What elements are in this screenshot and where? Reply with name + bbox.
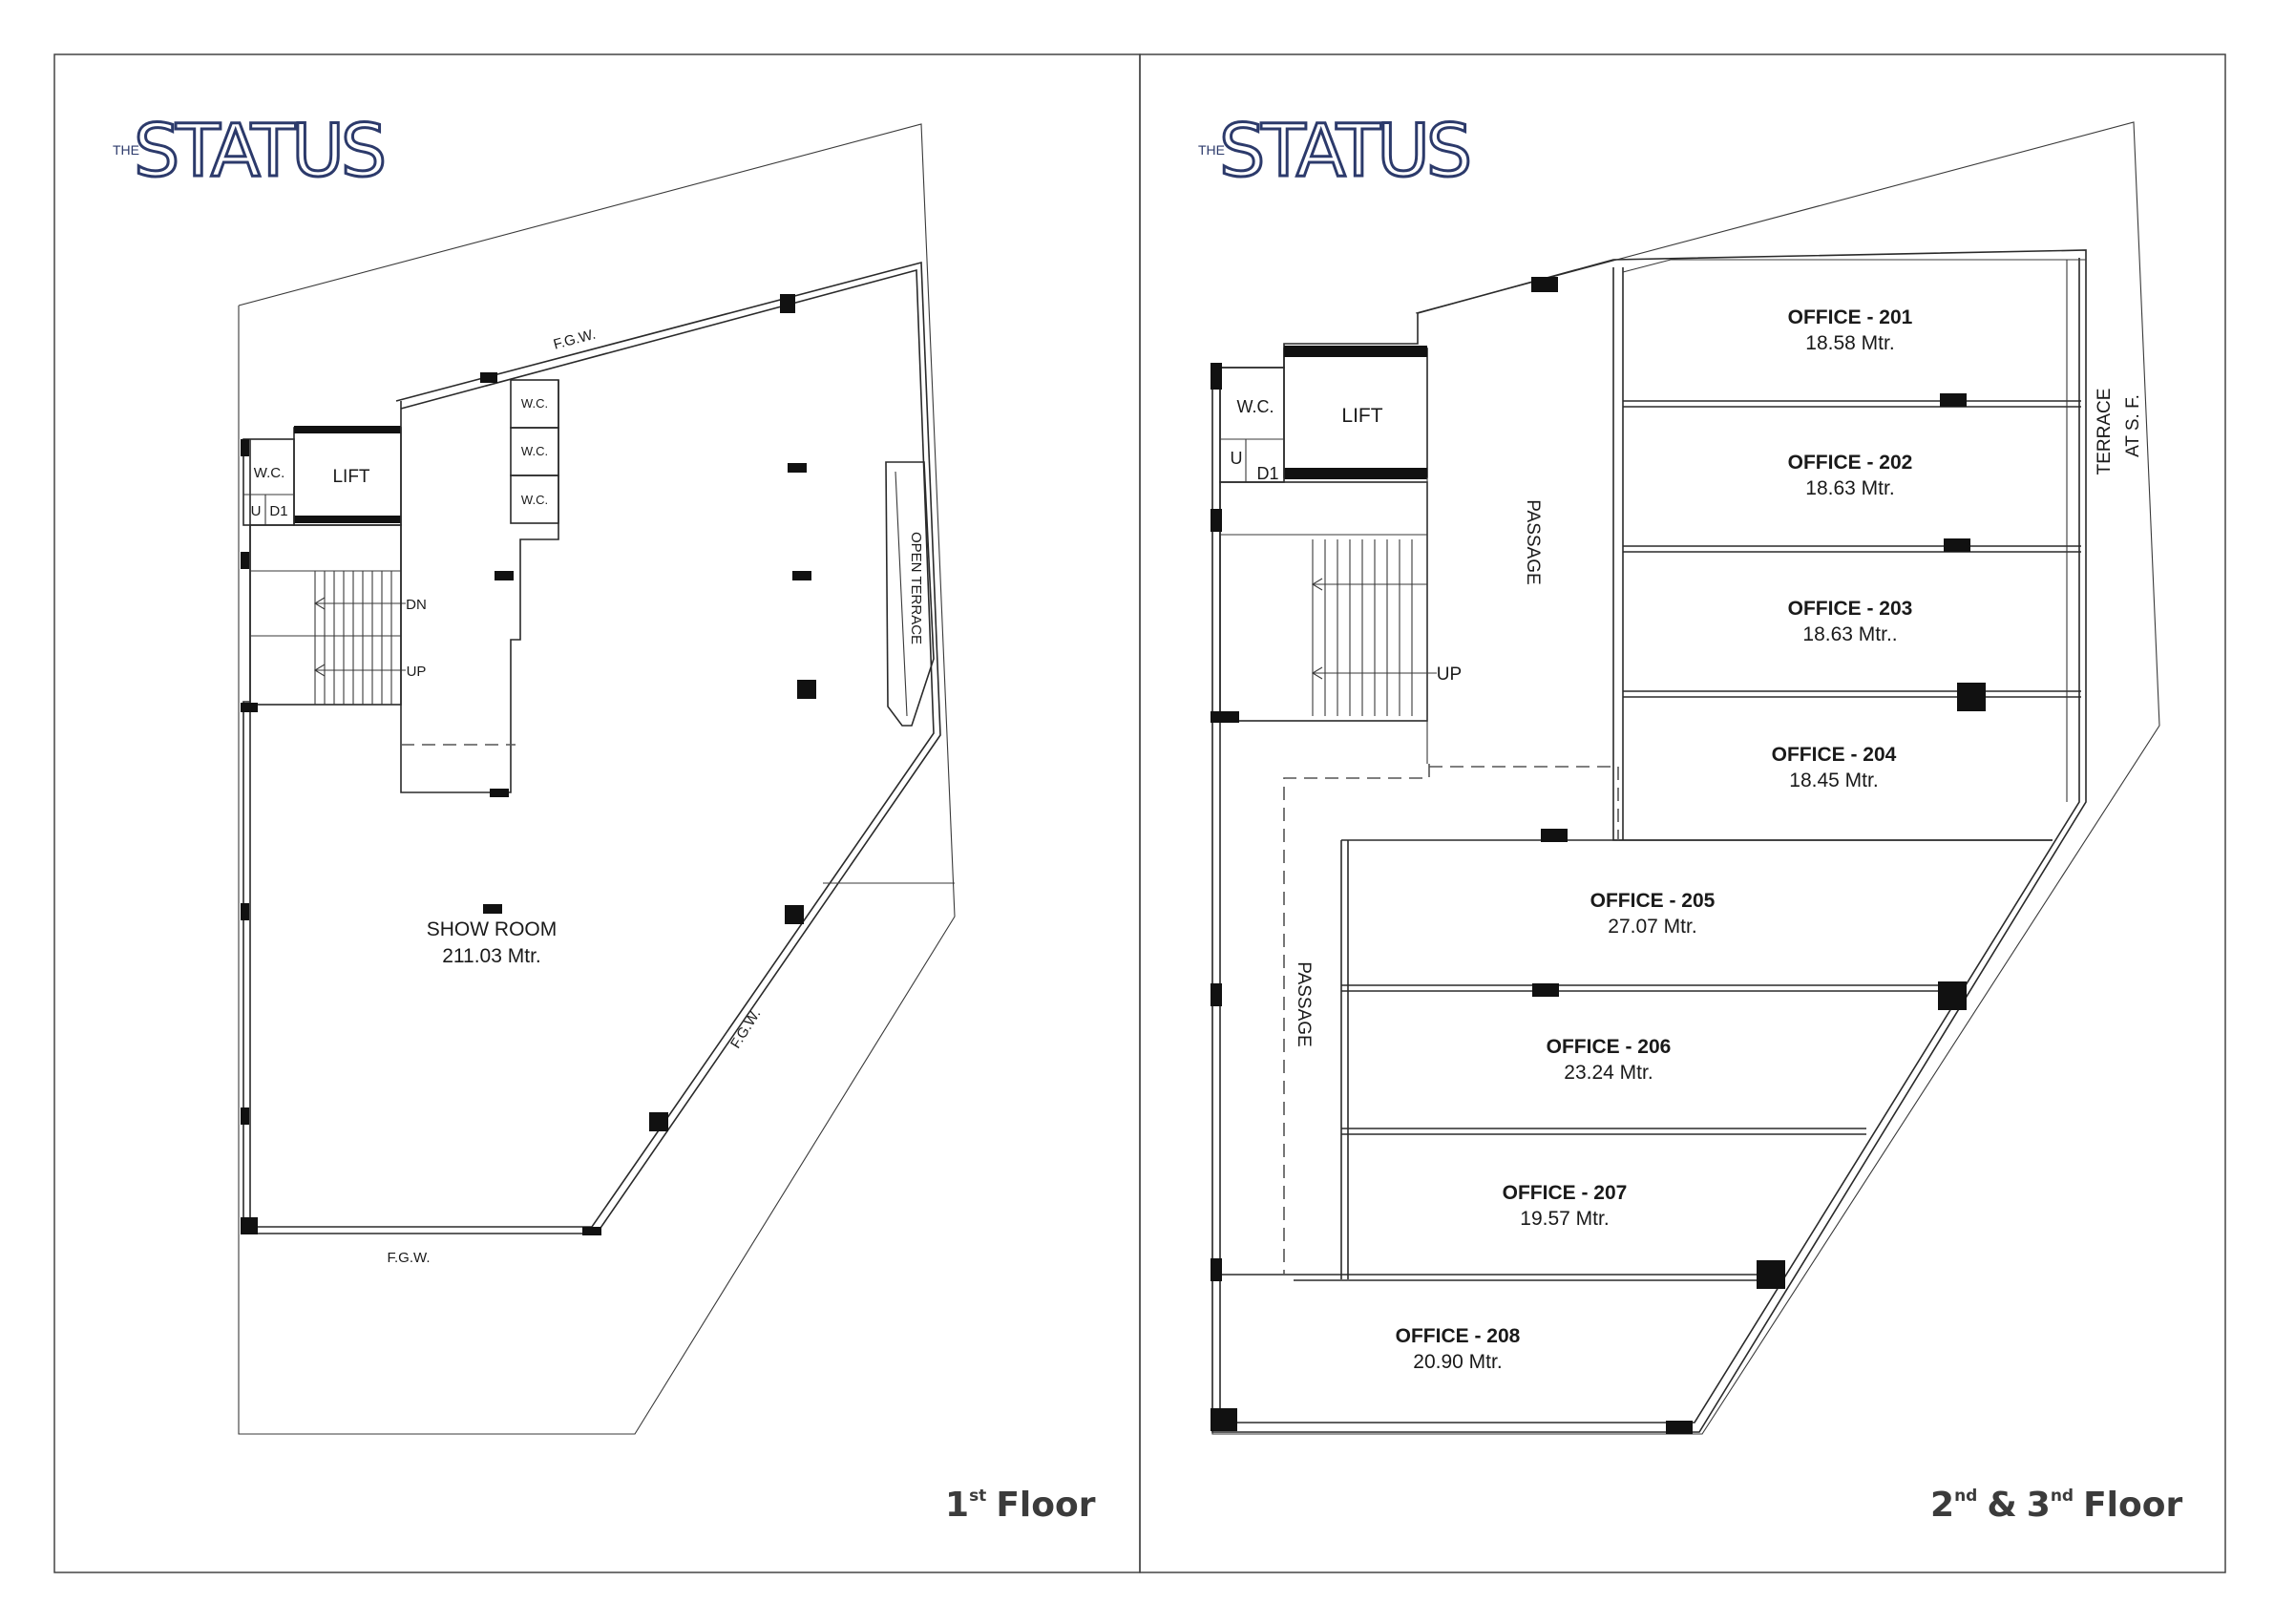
office-name: OFFICE - 206: [1547, 1036, 1672, 1058]
u-label: U: [251, 503, 262, 519]
office-area: 18.58 Mtr.: [1805, 332, 1894, 354]
logo-prefix: THE: [113, 142, 139, 158]
dn-label: DN: [406, 597, 427, 613]
structural-columns: [1211, 277, 1986, 1434]
right-panel-frame: [1139, 53, 2226, 1573]
logo-wordmark: STATUS: [134, 108, 384, 193]
building-outline: [242, 261, 941, 1234]
wc-label: W.C.: [521, 396, 548, 411]
office-area: 27.07 Mtr.: [1608, 916, 1696, 938]
fgw-label: F.G.W.: [388, 1250, 431, 1266]
d1-label: D1: [1256, 464, 1278, 483]
office-name: OFFICE - 208: [1396, 1325, 1521, 1347]
open-terrace-area: [885, 461, 935, 727]
office-name: OFFICE - 201: [1788, 306, 1913, 328]
office-name: OFFICE - 202: [1788, 452, 1913, 474]
logo-prefix: THE: [1198, 142, 1225, 158]
typical-floor-plan: OFFICE - 201 18.58 Mtr. OFFICE - 202 18.…: [1211, 121, 2182, 1525]
terrace-label: TERRACE: [2095, 389, 2115, 475]
office-area: 19.57 Mtr.: [1520, 1208, 1609, 1230]
wc-label: W.C.: [521, 493, 548, 507]
wc-label: W.C.: [1237, 397, 1274, 416]
wc-c: [510, 475, 559, 524]
site-boundary: [238, 123, 956, 1435]
brand-logo-right: THE STATUS: [1198, 107, 1474, 195]
office-name: OFFICE - 204: [1772, 744, 1897, 766]
logo-wordmark: STATUS: [1219, 108, 1469, 193]
open-terrace-label: OPEN TERRACE: [908, 532, 924, 644]
d1-label: D1: [269, 503, 287, 519]
lobby-outline: [400, 380, 559, 793]
passage-label: PASSAGE: [1294, 961, 1314, 1046]
office-name: OFFICE - 205: [1590, 890, 1716, 912]
lift-label: LIFT: [1341, 405, 1382, 427]
lift-label: LIFT: [332, 467, 369, 487]
room-name: SHOW ROOM: [427, 918, 558, 940]
office-area: 20.90 Mtr.: [1413, 1351, 1502, 1373]
stair-treads: [1312, 539, 1413, 716]
building-outline: [1211, 249, 2087, 1433]
up-label: UP: [1437, 664, 1462, 685]
passage-dashed: [1283, 764, 1430, 1275]
building-outline-inner: [1219, 258, 2080, 1424]
brand-logo-left: THE STATUS: [113, 107, 389, 195]
wc-label: W.C.: [254, 465, 285, 481]
terrace-label: AT S. F.: [2123, 394, 2143, 457]
office-name: OFFICE - 207: [1503, 1182, 1628, 1204]
office-area: 18.63 Mtr..: [1802, 623, 1897, 645]
passage-label: PASSAGE: [1523, 499, 1543, 584]
left-labels: SHOW ROOM 211.03 Mtr. F.G.W. F.G.W. F.G.…: [251, 327, 924, 1266]
office-area: 23.24 Mtr.: [1564, 1062, 1653, 1084]
office-area: 18.45 Mtr.: [1789, 770, 1878, 791]
first-floor-plan: SHOW ROOM 211.03 Mtr. F.G.W. F.G.W. F.G.…: [238, 123, 1096, 1525]
fgw-label: F.G.W.: [552, 327, 598, 353]
building-outline-inner: [249, 268, 935, 1228]
office-name: OFFICE - 203: [1788, 598, 1913, 620]
room-area: 211.03 Mtr.: [442, 945, 541, 967]
stair-core: [249, 524, 402, 706]
office-area: 18.63 Mtr.: [1805, 477, 1894, 499]
right-labels: OFFICE - 201 18.58 Mtr. OFFICE - 202 18.…: [1231, 306, 2144, 1373]
up-label: UP: [407, 664, 427, 680]
left-panel-frame: [53, 53, 1141, 1573]
fgw-label: F.G.W.: [727, 1006, 764, 1051]
stair-core: [1219, 481, 1428, 722]
structural-columns: [241, 294, 816, 1235]
wc-label: W.C.: [521, 444, 548, 458]
u-label: U: [1231, 449, 1243, 468]
stair-treads: [314, 571, 392, 705]
